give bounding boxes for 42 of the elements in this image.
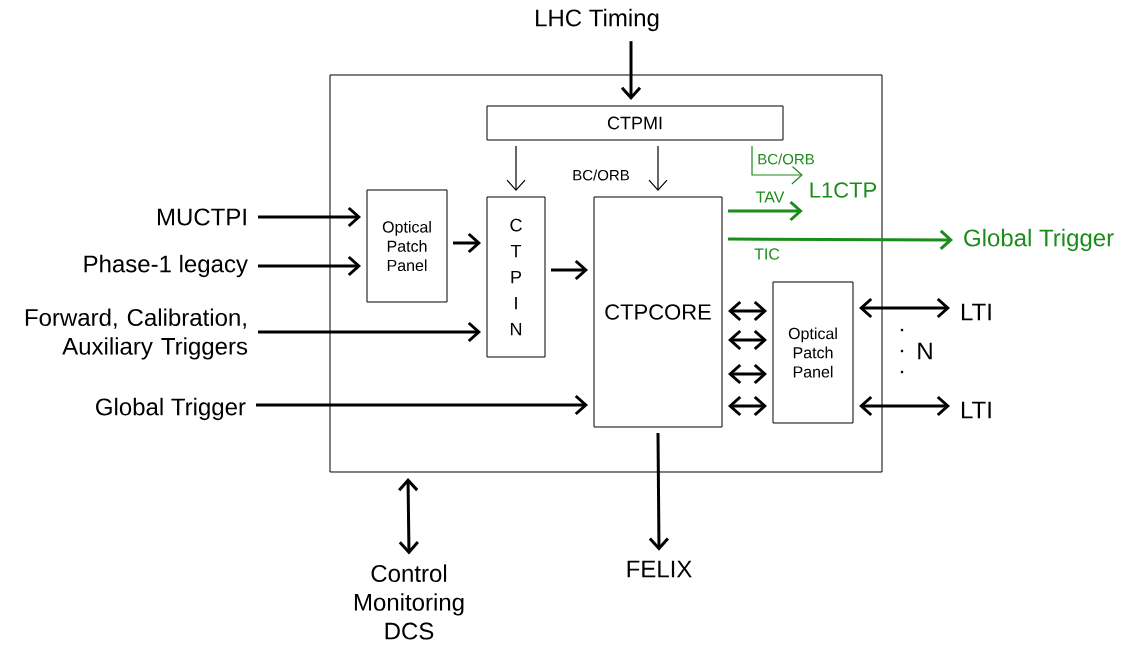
arrow [728,229,953,251]
module-box: C T P I N [486,196,546,358]
arrow [728,300,767,322]
edge-label: BC/ORB [755,151,817,167]
arrow [859,395,950,417]
arrow [258,255,361,277]
arrow [256,394,588,416]
signal-label: FELIX [627,560,692,578]
arrow [728,363,767,385]
count-label: N [918,342,932,360]
system-box [329,74,883,473]
edge-label: TIC [752,246,782,262]
arrow [506,145,526,191]
arrow [398,478,419,555]
arrow [859,297,950,319]
arrow [728,395,767,417]
arrow [648,433,670,551]
signal-label: Phase-1 legacy [84,254,248,278]
module-box: CTPMI [486,105,784,141]
module-box: CTPCORE [593,196,723,428]
arrow [648,145,668,191]
arrow [728,200,803,222]
arrow [728,329,767,351]
signal-label: L1CTP [810,182,877,198]
arrow [751,145,803,185]
arrow [258,206,361,228]
arrow [620,41,642,100]
signal-label: LTI [962,401,991,419]
signal-label: Global Trigger [96,397,246,421]
edge-label: TAV [753,189,787,205]
arrow [258,321,481,343]
signal-label: LHC Timing [536,8,659,32]
patch-panel-box: Optical Patch Panel [772,281,854,424]
signal-label: BC/ORB [573,169,629,181]
signal-label: MUCTPI [158,208,246,226]
signal-label: LTI [962,303,991,321]
signal-label: Control Monitoring DCS [354,564,464,640]
signal-label: Forward, Calibration, Auxiliary Triggers [25,308,248,360]
patch-panel-box: Optical Patch Panel [366,189,448,303]
arrow [453,232,481,254]
arrow [551,259,588,281]
signal-label: Global Trigger [964,228,1114,252]
